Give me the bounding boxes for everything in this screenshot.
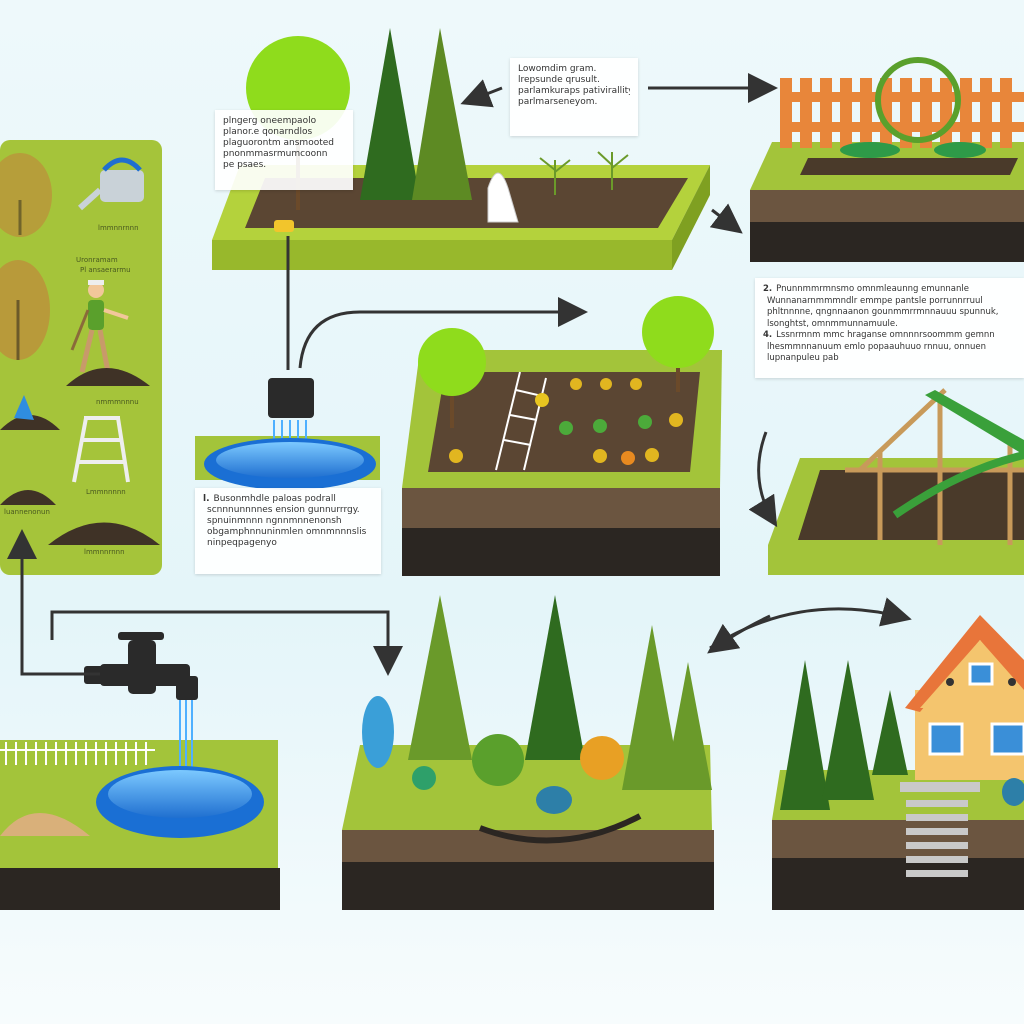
stairs bbox=[900, 782, 980, 877]
sidebar-panel bbox=[0, 140, 162, 575]
tile-fenced-garden bbox=[750, 57, 1024, 262]
sidebar-label: luannenonun bbox=[4, 508, 50, 516]
sand-pile-icon bbox=[0, 813, 90, 836]
conifer-tree-icon bbox=[360, 28, 420, 200]
arrow bbox=[6, 529, 100, 676]
note-line: lupnanpuleu pab bbox=[767, 353, 839, 363]
note-line: parlmarseneyom. bbox=[518, 97, 598, 107]
bare-tree-icon bbox=[0, 260, 50, 360]
conifer-tree-icon bbox=[622, 625, 682, 790]
note-line: lhesmmnnanuum emlo popaauhuuo rnnuu, onn… bbox=[767, 341, 987, 352]
conifer-tree-icon bbox=[408, 595, 472, 760]
faucet-icon bbox=[84, 632, 198, 700]
crop-icon bbox=[449, 378, 683, 465]
arrow bbox=[298, 297, 588, 369]
sidebar-label: lmmnnrnnn bbox=[84, 548, 125, 556]
note-top-left: plngerg oneempaolo planor.e qonarndlos p… bbox=[215, 110, 353, 190]
arrow bbox=[707, 614, 771, 654]
shovel-icon bbox=[14, 395, 34, 420]
note-line: plngerg oneempaolo bbox=[223, 116, 317, 126]
tile-vegetable-bed bbox=[402, 296, 722, 576]
shrub-icon bbox=[472, 734, 524, 786]
pergola bbox=[845, 388, 1024, 545]
note-line: scnnnunnnnes ension gunnurrrgy. bbox=[207, 505, 360, 515]
tile-pergola bbox=[768, 388, 1024, 575]
note-line: lsonghtst, omnmmunnamuule. bbox=[767, 318, 898, 329]
note-line: phltnnnne, qngnnaanon gounmmrrmnnauuu sp… bbox=[767, 307, 999, 317]
arrow bbox=[50, 610, 403, 676]
flow-arrows bbox=[6, 73, 912, 676]
sidebar-label: nmmmnnnu bbox=[96, 398, 139, 406]
note-line: planor.e qonarndlos bbox=[223, 127, 313, 137]
shrub-icon bbox=[580, 736, 624, 780]
sidebar-label: Uronramam bbox=[76, 256, 118, 264]
shrub-icon bbox=[536, 786, 572, 814]
sidebar-label: Lmmnnnnn bbox=[86, 488, 126, 496]
note-line: 4.Lssnrmnm mmc hraganse omnnnrsoommm gem… bbox=[763, 330, 995, 340]
bare-tree-icon bbox=[0, 153, 52, 237]
note-line: pe psaes. bbox=[223, 160, 267, 170]
note-line: Wunnanarnmmmndlr emmpe pantsle porrunnrr… bbox=[767, 295, 983, 306]
arrow bbox=[709, 203, 743, 234]
faucet-head-icon bbox=[268, 378, 314, 418]
gardener-icon bbox=[70, 280, 129, 373]
note-right-steps: 2.Pnunnmmrmnsmo omnmleaunng emunnanle Wu… bbox=[755, 278, 1024, 378]
picket-fence bbox=[0, 742, 155, 765]
note-line: pnonmmasrmumcoonn bbox=[223, 149, 328, 159]
note-line: plaguorontm ansmooted bbox=[223, 138, 334, 148]
conifer-tree-icon bbox=[780, 660, 830, 810]
house-icon bbox=[905, 615, 1024, 780]
conifer-tree-icon bbox=[872, 690, 908, 775]
round-tree-icon bbox=[418, 328, 486, 396]
note-top-center: Lowomdim gram. lrepsunde qrusult. parlam… bbox=[510, 58, 638, 136]
conifer-tree-icon bbox=[412, 28, 472, 200]
shrub-icon bbox=[362, 696, 394, 768]
round-tree-icon bbox=[642, 296, 714, 368]
note-line: spnuinmnnn ngnnmnnenonsh bbox=[207, 516, 342, 526]
tile-rain-barrel bbox=[195, 378, 380, 490]
conifer-tree-icon bbox=[822, 660, 874, 800]
note-line: lrepsunde qrusult. bbox=[518, 75, 600, 85]
note-middle-left: l.Busonmhdle paloas podrall scnnnunnnnes… bbox=[195, 488, 381, 574]
seedling-icon bbox=[539, 151, 629, 195]
note-line: parlamkuraps pativirallity bbox=[518, 86, 630, 96]
arrow bbox=[748, 431, 778, 528]
note-line: 2.Pnunnmmrmnsmo omnmleaunng emunnanle bbox=[763, 284, 969, 294]
tile-house bbox=[772, 615, 1024, 910]
tile-water-source bbox=[0, 632, 280, 910]
arrow bbox=[460, 79, 503, 108]
note-line: ninpeqpagenyo bbox=[207, 538, 277, 548]
ladder-icon bbox=[72, 416, 130, 483]
sidebar-label: lmmnnrnnn bbox=[98, 224, 139, 232]
conifer-tree-icon bbox=[525, 595, 585, 760]
fence bbox=[780, 78, 1024, 148]
watering-can-icon bbox=[77, 157, 144, 211]
water-bottle-icon bbox=[487, 172, 519, 223]
tile-forest bbox=[342, 595, 714, 910]
wreath-arch-icon bbox=[875, 57, 961, 143]
conifer-tree-icon bbox=[664, 662, 712, 790]
shrub-icon bbox=[412, 766, 436, 790]
soil-mound-icon bbox=[0, 368, 160, 545]
arrow bbox=[709, 597, 912, 650]
sidebar-label: Pl ansaerarmu bbox=[80, 266, 131, 274]
note-line: obgamphnnuninmlen omnmnnnslis bbox=[207, 527, 367, 537]
note-line: l.Busonmhdle paloas podrall bbox=[203, 494, 336, 504]
note-line: Lowomdim gram. bbox=[518, 64, 597, 74]
